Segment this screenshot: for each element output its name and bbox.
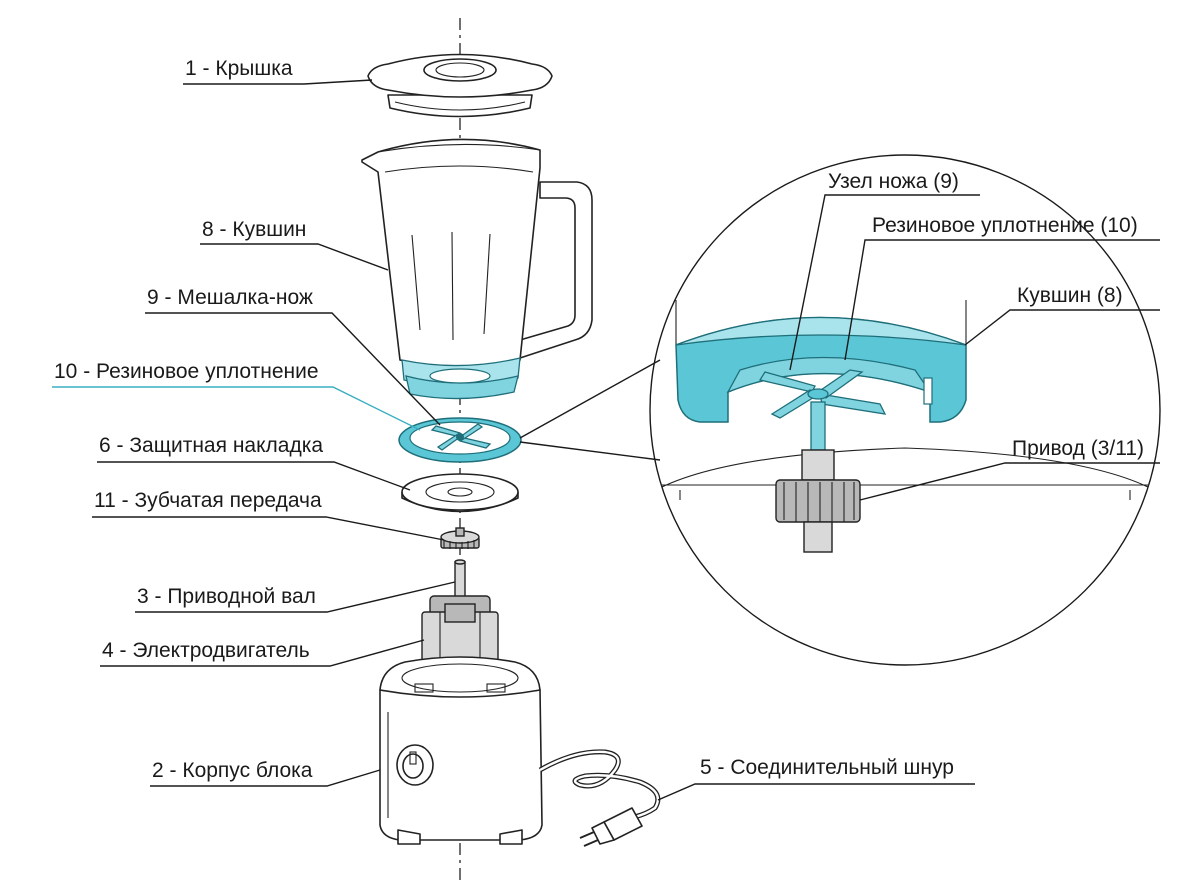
label-drive: Привод (3/11) (1012, 437, 1144, 460)
label-cord: 5 - Соединительный шнур (700, 756, 954, 779)
label-blade: 9 - Мешалка-нож (147, 286, 313, 309)
body-part (379, 656, 543, 845)
blade-part (430, 423, 492, 451)
part-labels: 1 - Крышка 8 - Кувшин 9 - Мешалка-нож 10… (54, 57, 1144, 782)
label-body: 2 - Корпус блока (152, 759, 313, 782)
gear-part (440, 527, 480, 549)
label-motor: 4 - Электродвигатель (102, 639, 310, 662)
label-knife-unit: Узел ножа (9) (828, 170, 959, 193)
label-jug: 8 - Кувшин (202, 218, 306, 241)
label-detail-jug: Кувшин (8) (1017, 284, 1123, 307)
lid-part (367, 53, 553, 118)
label-seal: 10 - Резиновое уплотнение (54, 360, 319, 383)
label-lid: 1 - Крышка (185, 57, 293, 80)
label-gear: 11 - Зубчатая передача (94, 489, 322, 512)
detail-circle (649, 154, 1161, 666)
guard-part (401, 473, 519, 513)
cord-part (538, 749, 661, 847)
label-guard: 6 - Защитная накладка (99, 434, 323, 457)
jug-part (361, 138, 593, 400)
label-shaft: 3 - Приводной вал (137, 585, 316, 608)
leader-lines (52, 79, 1160, 801)
label-rubber-seal: Резиновое уплотнение (10) (872, 214, 1138, 237)
